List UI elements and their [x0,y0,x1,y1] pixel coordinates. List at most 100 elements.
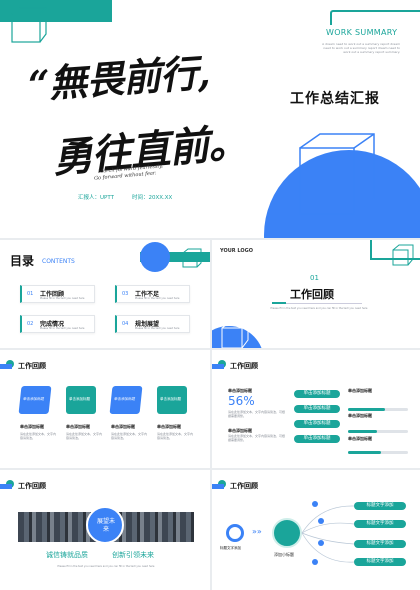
toc-item-desc: Please fill in the text you need here [40,327,85,330]
card-body-4: 请在此处添加文本，文字内容请简洁。 [157,432,194,440]
photo-badge: 展望未来 [86,506,124,544]
slide-title: 工作回顾 [18,362,46,370]
pill-2[interactable]: 单击添加标题 [294,405,340,413]
toc-item-04[interactable]: 04 规划展望 Please fill in the text you need… [115,315,190,333]
pill-1[interactable]: 单击添加标题 [294,390,340,398]
arrows: »» [252,527,262,536]
work-summary-label: WORK SUMMARY [326,28,398,37]
section-divider-accent [272,302,286,304]
toc-item-03[interactable]: 03 工作不足 Please fill in the text you need… [115,285,190,303]
branch-item-1[interactable]: 标题文字添加 [354,502,406,510]
progress-fill [348,451,381,454]
calligraphy-line-1: “無畏前行, [26,49,211,108]
center-label: 添加小标题 [274,552,294,557]
card-shape-1[interactable]: 单击添加标题 [18,386,52,414]
toc-title: 目录 [10,254,35,268]
time-label: 时间：20XX.XX [132,195,173,201]
progress-fill [348,408,386,411]
toc-item-label: 工作回顾 [40,291,65,298]
section-slide: YOUR LOGO 01 工作回顾 Please fill in the tex… [212,240,420,348]
card-body-1: 请在此处添加文本，文字内容请简洁。 [20,432,57,440]
left-body-2: 请在此处添加文本，文字内容请简洁，可根据需要调整。 [228,434,286,442]
card-head-4: 单击添加标题 [157,424,181,429]
toc-item-label: 工作不足 [135,291,160,298]
card-shape-4[interactable]: 单击添加标题 [157,386,187,414]
branch-item-2[interactable]: 标题文字添加 [354,520,406,528]
toc-title-en: CONTENTS [42,258,75,265]
toc-item-label: 规划展望 [135,321,160,328]
section-desc: Please fill in the text you need here an… [270,307,368,310]
toc-teal-strip [140,252,210,262]
card-shape-label: 单击添加标题 [113,397,136,401]
toc-item-01[interactable]: 01 工作回顾 Please fill in the text you need… [20,285,95,303]
card-shape-label: 单击添加标题 [22,397,45,401]
card-head-3: 单击添加标题 [111,424,135,429]
badge-text: 展望未来 [96,518,115,533]
center-node [272,518,302,548]
toc-item-02[interactable]: 02 完成情况 Please fill in the text you need… [20,315,95,333]
section-corner-line [370,240,420,260]
toc-item-desc: Please fill in the text you need here [135,327,180,330]
bar-head-3: 单击添加标题 [348,436,372,441]
cover-slide: WORK SUMMARY A dream need to work out a … [0,0,420,238]
card-head-1: 单击添加标题 [20,424,44,429]
branch-lines [301,505,355,563]
top-right-line [330,10,420,25]
slide-title: 工作回顾 [230,362,258,370]
card-shape-label: 单击添加标题 [69,397,90,401]
bar-head-1: 单击添加标题 [348,388,372,393]
diagram-slide: 工作回顾 标题文字添加 »» 添加小标题 标题文字添加 标题文字添加 标题文字添… [212,470,420,590]
pill-4[interactable]: 单击添加标题 [294,435,340,443]
toc-blue-dot [140,242,170,272]
header-accent-bar [0,484,12,489]
cube-wire-icon [299,133,375,215]
photo-slide: 工作回顾 展望未来 诚信铸就品质 创新引领未来 Please fill in t… [0,470,210,590]
cube-outline-icon [11,7,47,43]
toc-cube-icon [182,248,202,268]
section-divider [272,303,362,304]
toc-slide: 目录 CONTENTS 01 工作回顾 Please fill in the t… [0,240,210,348]
card-shape-2[interactable]: 单击添加标题 [66,386,96,414]
section-cube-blue [221,321,249,348]
percent-value: 56% [228,394,255,408]
review-cards-slide: 工作回顾 单击添加标题 单击添加标题 单击添加标题 单击添加标题 单击添加标题 … [0,350,210,468]
card-shape-3[interactable]: 单击添加标题 [109,386,143,414]
branch-dot-2 [318,518,324,524]
section-logo: YOUR LOGO [220,248,253,254]
left-body-1: 请在此处添加文本，文字内容请简洁，可根据需要调整。 [228,410,286,418]
header-accent-bar [212,364,224,369]
toc-item-label: 完成情况 [40,321,65,328]
left-head: 单击添加标题 [228,388,252,393]
branch-dot-1 [312,501,318,507]
section-num: 01 [310,274,319,282]
branch-dot-3 [318,540,324,546]
left-node [226,524,244,542]
section-cube-icon [392,244,414,266]
slogan-1: 诚信铸就品质 [46,551,88,559]
header-accent-bar [212,484,224,489]
toc-item-desc: Please fill in the text you need here [40,297,85,300]
slide-title: 工作回顾 [230,482,258,490]
card-shape-label: 单击添加标题 [160,397,181,401]
branch-dot-4 [312,559,318,565]
card-body-3: 请在此处添加文本，文字内容请简洁。 [111,432,148,440]
branch-item-3[interactable]: 标题文字添加 [354,540,406,548]
pill-3[interactable]: 单击添加标题 [294,420,340,428]
progress-bar-1 [348,408,408,411]
progress-bar-3 [348,451,408,454]
left-node-label: 标题文字添加 [220,546,241,550]
progress-slide: 工作回顾 单击添加标题 56% 请在此处添加文本，文字内容请简洁，可根据需要调整… [212,350,420,468]
toc-item-num: 03 [122,291,129,297]
cover-blurb: A dream need to work out a summary repor… [322,42,400,54]
toc-item-num: 04 [122,321,129,327]
card-head-2: 单击添加标题 [66,424,90,429]
branch-item-4[interactable]: 标题文字添加 [354,558,406,566]
photo-foot: Please fill in the text you need here an… [57,565,155,568]
header-accent-bar [0,364,12,369]
bar-head-2: 单击添加标题 [348,413,372,418]
toc-item-desc: Please fill in the text you need here [135,297,180,300]
section-title: 工作回顾 [290,288,334,301]
toc-item-num: 01 [27,291,34,297]
cover-title: 工作总结汇报 [290,91,380,107]
teal-corner-bar [0,0,112,22]
